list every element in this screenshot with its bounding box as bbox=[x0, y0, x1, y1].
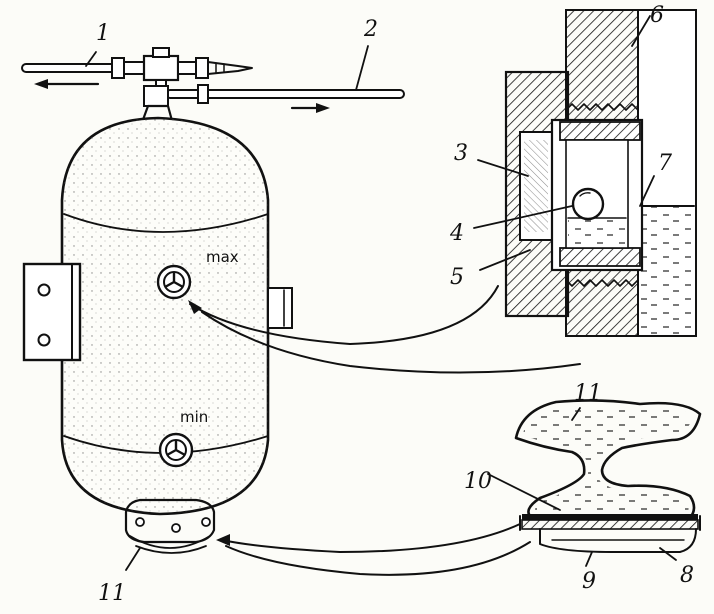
leader-lines bbox=[85, 15, 677, 576]
label-11-bottom: 11 bbox=[98, 581, 126, 606]
label-8: 8 bbox=[680, 563, 694, 588]
pipe-2 bbox=[143, 84, 405, 107]
detail-gauge-section bbox=[504, 9, 697, 337]
label-9: 9 bbox=[582, 569, 596, 594]
label-11-membrane: 11 bbox=[574, 381, 602, 406]
tank bbox=[60, 116, 270, 516]
max-gauge-window bbox=[156, 264, 192, 300]
flow-arrow-left bbox=[34, 79, 100, 89]
min-gauge-window bbox=[158, 432, 194, 468]
label-2: 2 bbox=[363, 17, 378, 42]
side-tab bbox=[267, 287, 293, 329]
label-5: 5 bbox=[450, 265, 464, 290]
mounting-bracket bbox=[22, 262, 82, 362]
valve-fitting bbox=[142, 47, 253, 95]
label-4: 4 bbox=[449, 221, 464, 246]
label-7: 7 bbox=[658, 151, 672, 176]
max-label: max bbox=[206, 248, 239, 266]
pipe-1 bbox=[21, 57, 145, 79]
label-1: 1 bbox=[96, 21, 110, 46]
bottom-fitting bbox=[124, 498, 216, 554]
label-10: 10 bbox=[464, 469, 492, 494]
label-3: 3 bbox=[454, 141, 468, 166]
min-label: min bbox=[180, 408, 208, 426]
flow-arrow-right bbox=[290, 103, 330, 113]
label-6: 6 bbox=[650, 3, 664, 28]
detail-membrane-section bbox=[514, 399, 702, 553]
